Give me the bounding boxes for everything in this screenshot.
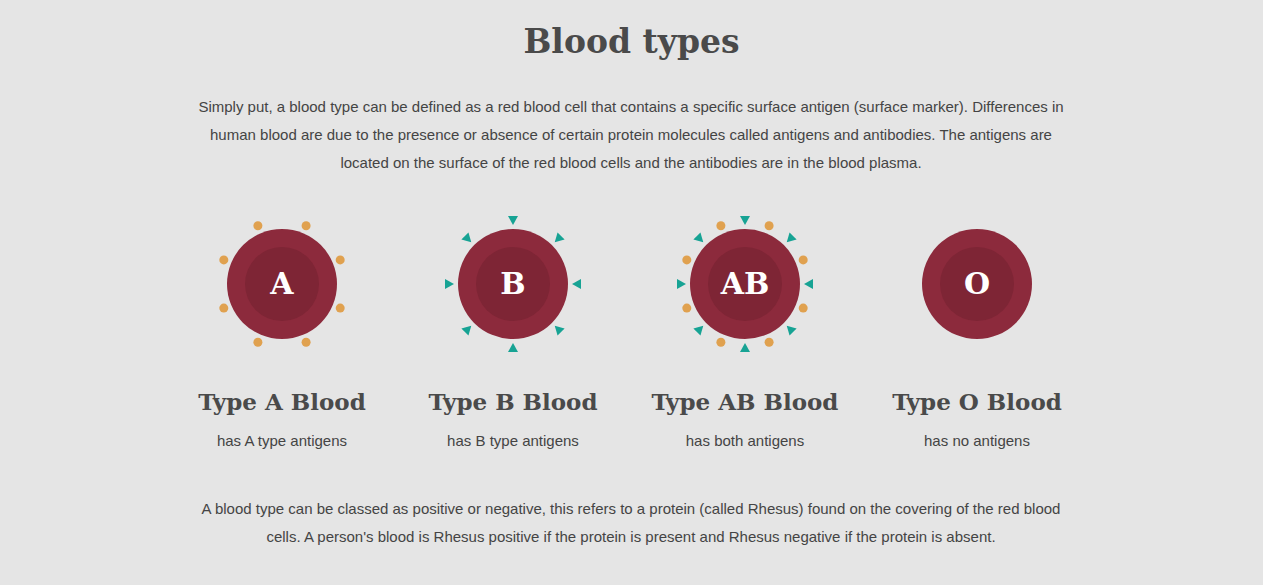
blood-cell: O Type O Blood has no antigens	[857, 210, 1097, 453]
antigen-a	[799, 304, 808, 313]
antigen-b	[740, 343, 750, 352]
antigen-a	[302, 338, 311, 347]
blood-cell: AB Type AB Blood has both antigens	[625, 210, 865, 453]
antigen-b	[740, 216, 750, 225]
antigen-a	[253, 338, 262, 347]
antigen-a	[765, 338, 774, 347]
type-heading: Type AB Blood	[625, 387, 865, 417]
cell-letter: B	[393, 210, 633, 358]
type-heading: Type A Blood	[162, 387, 402, 417]
antigen-b	[804, 279, 813, 289]
antigen-b	[677, 279, 686, 289]
cell-letter: A	[162, 210, 402, 358]
page-title: Blood types	[0, 18, 1263, 66]
description-text: A blood type can be classed as positive …	[191, 495, 1071, 551]
description-text: Simply put, a blood type can be defined …	[191, 93, 1071, 177]
antigen-a	[219, 255, 228, 264]
type-heading: Type B Blood	[393, 387, 633, 417]
type-description: has A type antigens	[162, 429, 402, 453]
antigen-a	[716, 338, 725, 347]
antigen-a	[336, 304, 345, 313]
antigen-a	[682, 255, 691, 264]
antigen-b	[787, 326, 797, 336]
antigen-b	[572, 279, 581, 289]
antigen-b	[445, 279, 454, 289]
antigen-a	[716, 221, 725, 230]
antigen-b	[508, 216, 518, 225]
blood-cell: B Type B Blood has B type antigens	[393, 210, 633, 453]
antigen-b	[693, 326, 703, 336]
antigen-b	[555, 326, 565, 336]
antigen-a	[765, 221, 774, 230]
antigen-b	[693, 232, 703, 242]
antigen-a	[253, 221, 262, 230]
antigen-b	[508, 343, 518, 352]
antigen-b	[461, 326, 471, 336]
cell-letter: O	[857, 210, 1097, 358]
antigen-b	[555, 232, 565, 242]
antigen-b	[787, 232, 797, 242]
blood-cell: A Type A Blood has A type antigens	[162, 210, 402, 453]
antigen-a	[302, 221, 311, 230]
antigen-a	[799, 255, 808, 264]
antigen-a	[219, 304, 228, 313]
type-description: has both antigens	[625, 429, 865, 453]
type-description: has no antigens	[857, 429, 1097, 453]
cell-letter: AB	[625, 210, 865, 358]
type-heading: Type O Blood	[857, 387, 1097, 417]
antigen-b	[461, 232, 471, 242]
type-description: has B type antigens	[393, 429, 633, 453]
antigen-a	[336, 255, 345, 264]
antigen-a	[682, 304, 691, 313]
